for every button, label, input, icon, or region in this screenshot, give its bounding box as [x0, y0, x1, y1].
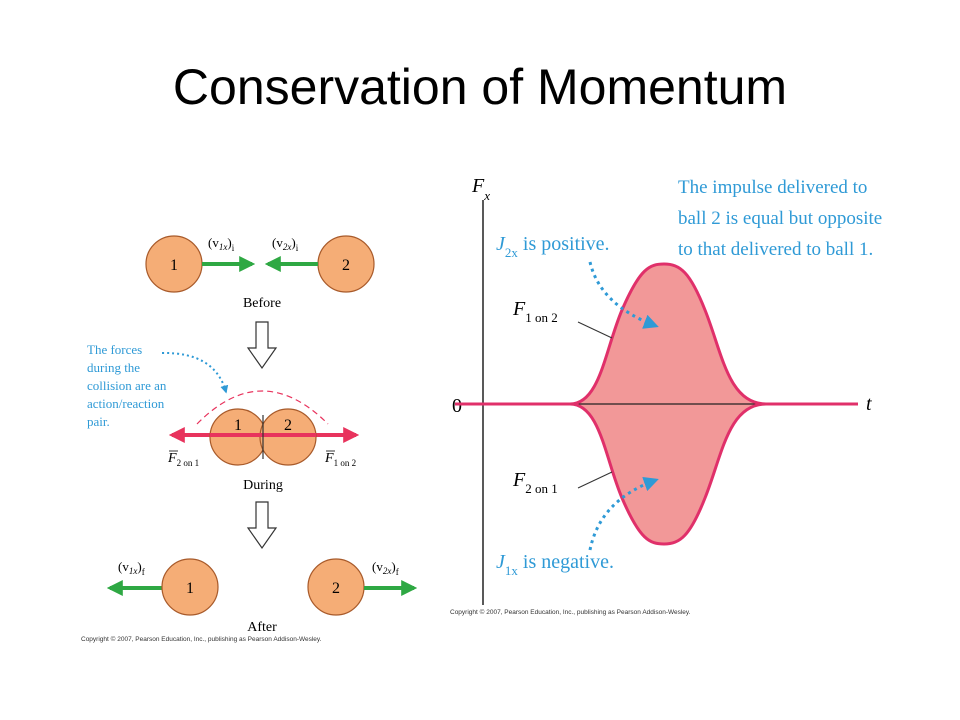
action-reaction-arc: [196, 390, 329, 425]
zero-label: 0: [452, 395, 462, 417]
curve-f-2-on-1: [569, 402, 767, 546]
ball-1-label-during: 1: [234, 417, 242, 434]
t-axis-label: t: [866, 393, 872, 415]
y-axis-label: Fx: [471, 175, 490, 203]
left-copyright: Copyright © 2007, Pearson Education, Inc…: [81, 635, 322, 643]
during-stage: The forces during the collision are an a…: [87, 342, 360, 493]
right-copyright: Copyright © 2007, Pearson Education, Inc…: [450, 608, 691, 616]
impulse-note: The impulse delivered to ball 2 is equal…: [678, 177, 887, 260]
before-stage: 1 (v1x)i 2 (v2x)i Before: [145, 235, 375, 311]
ball-2-label-before: 2: [342, 257, 350, 274]
after-label: After: [247, 620, 277, 635]
ball-1-label-before: 1: [170, 257, 178, 274]
ball-2-label-after: 2: [332, 580, 340, 597]
force-1-on-2-label: F1 on 2: [324, 451, 356, 468]
v2-initial-label: (v2x)i: [272, 235, 299, 253]
down-arrow-2: [246, 501, 278, 550]
impulse-area-bottom: [570, 404, 766, 544]
j2-positive-note: J2x is positive.: [496, 233, 610, 260]
curve-f-1-on-2: [455, 262, 858, 406]
impulse-area-top: [570, 264, 766, 404]
v2-final-label: (v2x)f: [372, 559, 399, 577]
j2-pointer: [588, 261, 659, 329]
j1-negative-note: J1x is negative.: [496, 551, 614, 578]
f-1-on-2-label: F1 on 2: [512, 298, 558, 325]
page-title: Conservation of Momentum: [172, 59, 788, 115]
ball-2-label-during: 2: [284, 417, 292, 434]
ball-1-label-after: 1: [186, 580, 194, 597]
forces-note: The forces during the collision are an a…: [87, 342, 170, 429]
during-label: During: [243, 478, 283, 493]
collision-diagram: 1 (v1x)i 2 (v2x)i Before The forces duri…: [81, 235, 418, 643]
down-arrow-1: [246, 321, 278, 370]
force-time-graph: Fx 0 t F1 on 2 F2 on 1 J2x is positive. …: [450, 175, 887, 616]
f-2-on-1-label: F2 on 1: [512, 469, 558, 496]
forces-note-pointer: [161, 351, 229, 394]
f-1-on-2-leader: [577, 321, 613, 339]
v1-initial-label: (v1x)i: [208, 235, 235, 253]
before-label: Before: [243, 296, 281, 311]
after-stage: (v1x)f 1 2 (v2x)f After: [106, 558, 418, 635]
f-2-on-1-leader: [577, 471, 613, 489]
force-2-on-1-label: F2 on 1: [167, 451, 199, 468]
v1-final-label: (v1x)f: [118, 559, 145, 577]
ball-1-after: [161, 558, 219, 616]
